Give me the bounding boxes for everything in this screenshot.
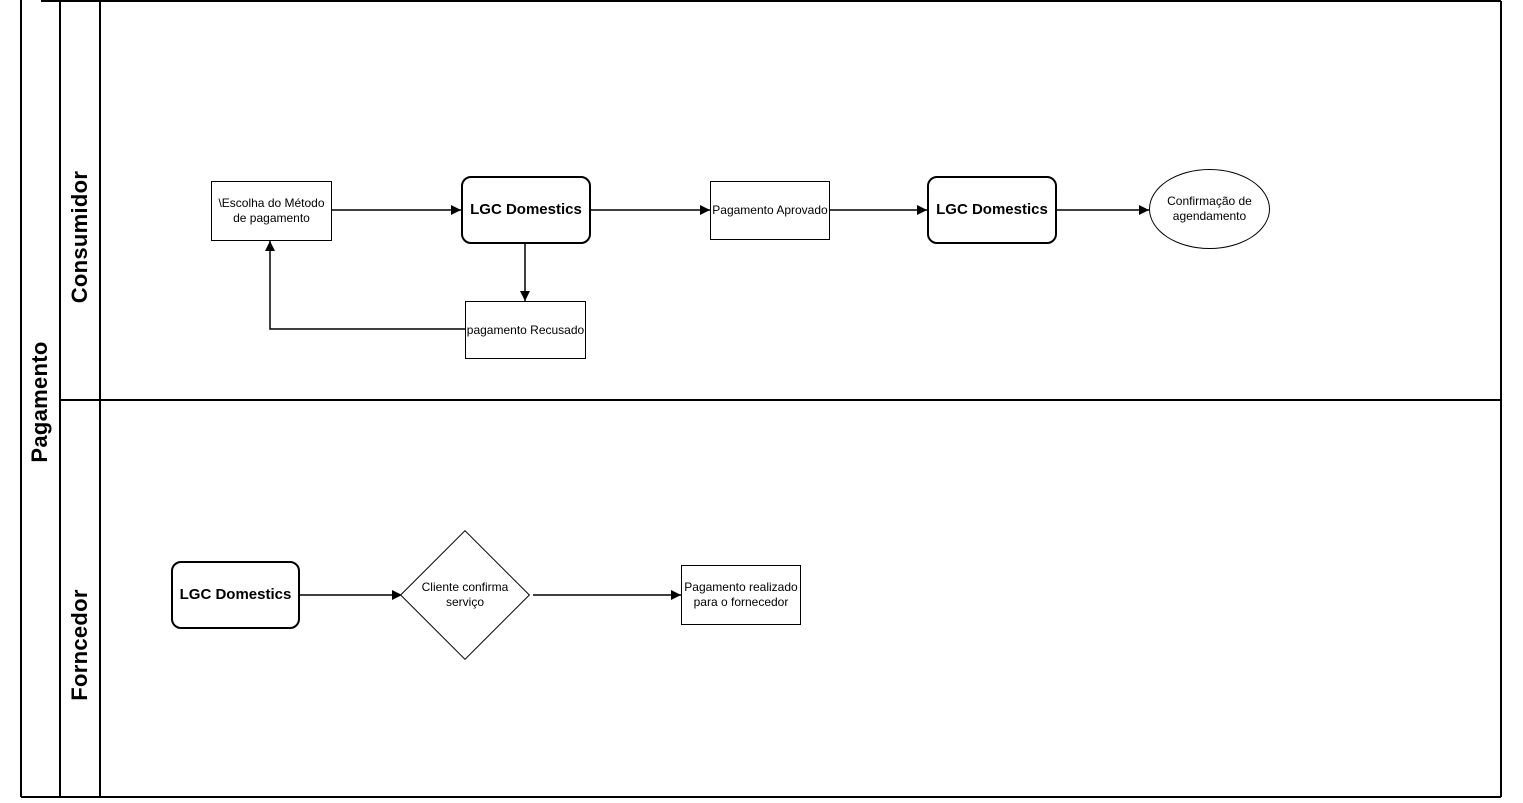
node-label: LGC Domestics xyxy=(936,200,1048,218)
node-lgc-domestics-1[interactable]: LGC Domestics xyxy=(461,176,591,244)
node-label: \Escolha do Método de pagamento xyxy=(218,196,325,225)
pool-title-pagamento[interactable]: Pagamento xyxy=(21,302,59,502)
node-lgc-domestics-2[interactable]: LGC Domestics xyxy=(927,176,1057,244)
node-label: pagamento Recusado xyxy=(466,322,585,337)
arrow-recusado-to-escolha[interactable] xyxy=(265,241,465,330)
node-pagamento-realizado[interactable]: Pagamento realizado para o fornecedor xyxy=(681,565,801,625)
node-escolha-metodo[interactable]: \Escolha do Método de pagamento xyxy=(211,181,332,241)
lane-title-consumidor[interactable]: Consumidor xyxy=(61,137,99,337)
node-label: Confirmação de agendamento xyxy=(1167,194,1252,223)
node-label: LGC Domestics xyxy=(179,585,292,603)
node-label: LGC Domestics xyxy=(470,200,582,218)
node-label: Pagamento realizado para o fornecedor xyxy=(684,580,798,609)
node-cliente-confirma[interactable]: Cliente confirma serviço xyxy=(400,570,530,620)
lane-title-label: Forncedor xyxy=(67,589,92,701)
pool-title-label: Pagamento xyxy=(27,341,52,463)
node-confirmacao-agendamento[interactable]: Confirmação de agendamento xyxy=(1149,169,1270,249)
node-label: Cliente confirma serviço xyxy=(421,580,509,609)
node-lgc-domestics-3[interactable]: LGC Domestics xyxy=(171,561,300,629)
node-label: Pagamento Aprovado xyxy=(712,203,828,217)
lane-title-forncedor[interactable]: Forncedor xyxy=(61,545,99,745)
node-pagamento-aprovado[interactable]: Pagamento Aprovado xyxy=(710,181,830,240)
lane-title-label: Consumidor xyxy=(67,170,92,304)
node-pagamento-recusado[interactable]: pagamento Recusado xyxy=(465,301,586,359)
